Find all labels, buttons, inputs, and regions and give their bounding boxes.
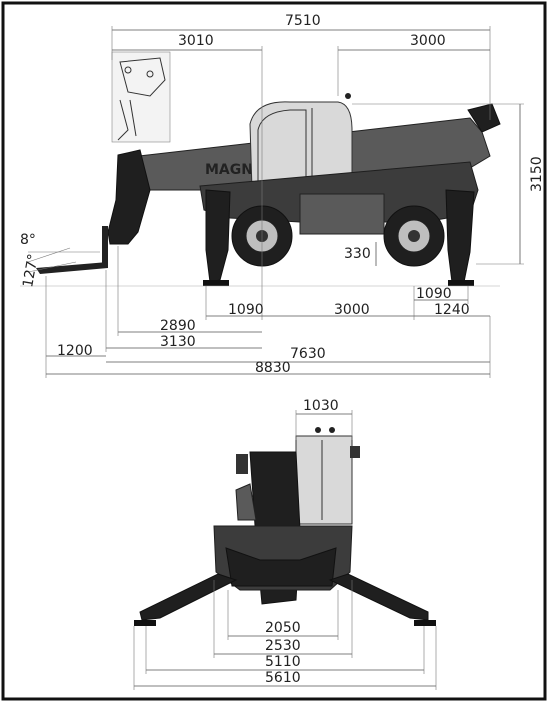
front-outrigger [205,189,231,283]
rear-wheel [383,205,445,267]
side-dimensions [45,26,524,378]
dim-tilt-down: 127° [20,253,42,289]
dim-2530: 2530 [265,638,301,654]
axle [225,547,337,587]
boom-head [107,149,151,245]
dim-5610: 5610 [265,670,301,686]
dim-7630: 7630 [290,346,326,362]
cab-door [257,109,307,185]
dim-2050: 2050 [265,620,301,636]
left-outrigger [139,573,238,621]
front-view: 1030 2050 2530 5110 5610 [133,398,437,690]
fuel-tank [299,193,385,235]
right-pad [414,620,436,626]
mirror [236,454,248,474]
left-pad [134,620,156,626]
dim-height: 3150 [529,156,545,192]
rear-outrigger [445,189,475,283]
beacon-right-icon [329,427,335,433]
front-cab [295,435,353,525]
dim-rear-top: 3000 [410,33,446,49]
beacon-icon [345,93,351,99]
dim-3130: 3130 [160,334,196,350]
front-dimensions [133,410,437,690]
stowed-boom-sketch [111,51,171,143]
dim-rear-outrigger: 1090 [416,286,452,302]
forks [27,226,108,274]
right-outrigger [328,573,429,621]
dim-fork-length: 1200 [57,343,93,359]
dim-cab-width: 1030 [303,398,339,414]
boom-pivot [467,103,501,133]
side-view: MAGNI [20,13,545,378]
dim-boom-top: 3010 [178,33,214,49]
cab [249,101,353,191]
dim-ground-clearance: 330 [344,246,371,262]
dim-2890: 2890 [160,318,196,334]
dim-tilt-up: 8° [20,232,36,248]
dim-8830: 8830 [255,360,291,376]
dim-wheelbase: 3000 [334,302,370,318]
dim-5110: 5110 [265,654,301,670]
dim-overall-top: 7510 [285,13,321,29]
beacon-left-icon [315,427,321,433]
dim-rear-overhang: 1240 [434,302,470,318]
boom-brand-text: MAGNI [205,162,258,178]
front-pad [203,280,229,286]
rear-pad [448,280,474,286]
dim-front-outrigger: 1090 [228,302,264,318]
seat [235,483,257,521]
